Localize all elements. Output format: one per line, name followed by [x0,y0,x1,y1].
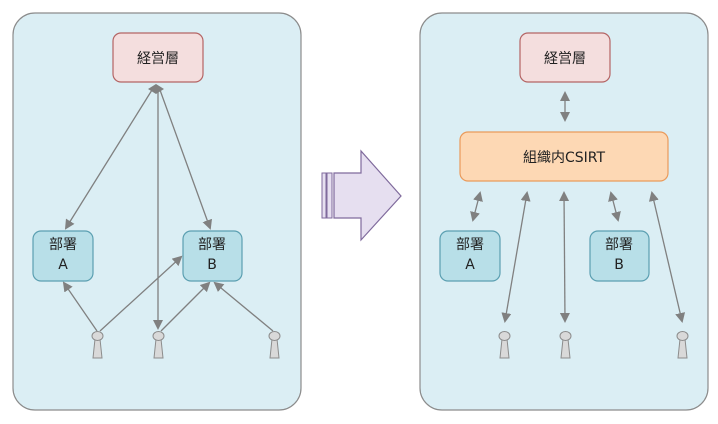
arrow-stripe-2 [326,172,333,219]
connector-csirt-person-2 [559,191,570,323]
before-person-3 [268,331,281,359]
before-person-2 [152,331,165,359]
person-head-icon [559,331,572,341]
after-dept-b-node[interactable]: 部署 B [589,230,650,282]
connector-csirt-person-1 [501,191,531,323]
right-arrow-icon [333,149,402,242]
dept-a-label-line1: 部署 [49,237,77,253]
dept-b-label-line2: B [207,257,217,273]
dept-b-box [589,230,650,282]
connector-csirt-person-3 [648,191,686,323]
dept-b-box [182,230,243,282]
before-connectors [62,84,274,332]
person-head-icon [676,331,689,341]
transition-arrow [321,149,402,242]
dept-a-label-line2: A [465,257,475,273]
connector-person-3-to-dept-b [213,281,274,332]
management-label: 経営層 [137,51,179,67]
dept-a-label-line2: A [58,257,68,273]
connector-person-1-to-dept-a [62,281,98,332]
after-connectors [470,91,686,323]
after-panel: 経営層 組織内CSIRT 部署 A 部署 B [419,12,709,411]
person-body-icon [677,338,688,359]
dept-b-label-line1: 部署 [605,237,633,253]
person-body-icon [92,338,103,359]
before-panel-background [12,12,302,411]
person-head-icon [152,331,165,341]
csirt-box [459,131,669,182]
diamond-joint-icon [148,84,164,94]
person-head-icon [498,331,511,341]
csirt-label: 組織内CSIRT [523,150,605,166]
dept-b-label-line2: B [614,257,624,273]
connector-person-1-to-dept-b [99,255,183,332]
person-body-icon [269,338,280,359]
management-box [519,32,611,83]
dept-a-box [32,230,94,282]
before-management-node[interactable]: 経営層 [112,32,204,83]
before-dept-a-node[interactable]: 部署 A [32,230,94,282]
person-head-icon [268,331,281,341]
dept-b-label-line1: 部署 [198,237,226,253]
connector-csirt-dept-a [470,191,483,222]
after-csirt-node[interactable]: 組織内CSIRT [459,131,669,182]
before-dept-b-node[interactable]: 部署 B [182,230,243,282]
connector-mgmt-to-dept-a [64,89,153,230]
person-body-icon [153,338,164,359]
connector-person-2-to-dept-b [160,281,211,332]
management-box [112,32,204,83]
connector-mgmt-to-dept-b [159,89,212,230]
before-person-1 [91,331,104,359]
connector-csirt-dept-b [608,191,621,222]
after-person-3 [676,331,689,359]
person-head-icon [91,331,104,341]
management-label: 経営層 [544,51,586,67]
after-management-node[interactable]: 経営層 [519,32,611,83]
after-person-2 [559,331,572,359]
person-body-icon [499,338,510,359]
dept-a-label-line1: 部署 [456,237,484,253]
after-dept-a-node[interactable]: 部署 A [439,230,501,282]
after-person-1 [498,331,511,359]
person-body-icon [560,338,571,359]
before-panel: 経営層 部署 A 部署 B [12,12,302,411]
arrow-stripe-1 [321,172,327,219]
dept-a-box [439,230,501,282]
